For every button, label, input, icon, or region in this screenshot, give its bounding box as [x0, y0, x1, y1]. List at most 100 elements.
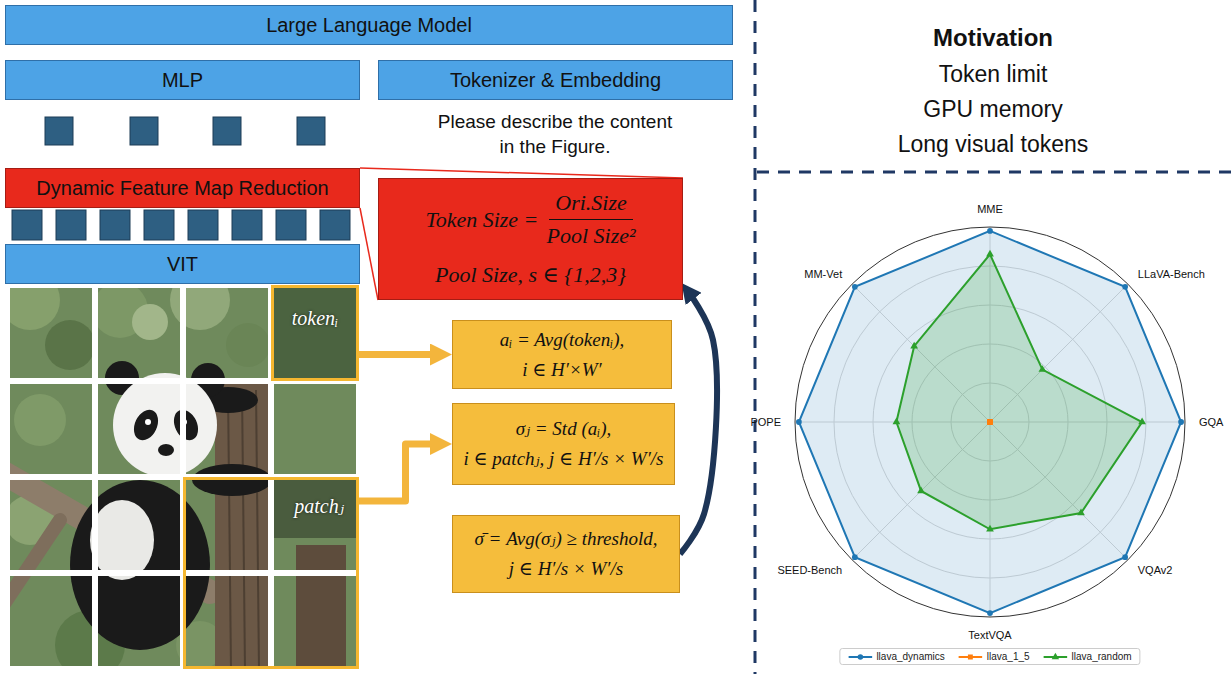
tree-branch: [0, 520, 60, 610]
legend-entry: llava_random: [1044, 651, 1132, 662]
flow-arrow: [359, 351, 441, 358]
formula-box: Token Size = Ori.SizePool Size² Pool Size,…: [378, 178, 683, 300]
axis-label: MM-Vet: [804, 268, 842, 280]
zoom-leader-line: [360, 208, 378, 300]
radar-chart: [795, 227, 1185, 617]
foliage: [274, 288, 356, 378]
radar-marker: [987, 419, 992, 424]
feedback-arrow: [680, 291, 717, 554]
formula-box: σ̄ = Avg(σⱼ) ≥ threshold, j ∈ H′/s × W′/s: [452, 515, 680, 593]
visual-token: [144, 210, 174, 240]
axis-label: MME: [977, 203, 1003, 215]
axis-label: LLaVA-Bench: [1138, 268, 1205, 280]
reduction-box: Dynamic Feature Map Reduction: [5, 168, 360, 208]
legend-marker: [1052, 652, 1059, 658]
flow-arrow: [359, 444, 441, 501]
radar-outline: [795, 227, 1185, 617]
bark-line: [242, 390, 245, 670]
radar-marker: [1178, 419, 1184, 425]
legend-text: llava_dynamics: [876, 651, 944, 662]
box-label: Tokenizer & Embedding: [450, 68, 661, 93]
tokenizer-box: Tokenizer & Embedding: [378, 60, 733, 100]
visual-token: [100, 210, 130, 240]
box-label: patchⱼ: [294, 494, 344, 519]
token-outline: tokenᵢ: [271, 285, 359, 381]
axis-label: VQAv2: [1138, 564, 1173, 576]
legend-marker: [858, 654, 864, 660]
formula-text: j ∈ H′/s × W′/s: [509, 557, 623, 581]
radar-marker: [852, 284, 858, 290]
box-label: VIT: [167, 252, 198, 277]
chart-legend: llava_dynamics llava_1_5 llava_random: [839, 648, 1140, 665]
formula-text: i ∈ patchⱼ, j ∈ H′/s × W′/s: [464, 447, 664, 471]
tree-trunk: [215, 384, 270, 674]
radar-marker: [910, 342, 918, 349]
formula-text: Ori.Size: [549, 189, 633, 220]
visual-token: [188, 210, 218, 240]
panda-photo: [0, 270, 370, 674]
legend-entry: llava_1_5: [959, 651, 1030, 662]
radar-marker: [987, 419, 992, 424]
radar-marker: [987, 419, 992, 424]
radar-marker: [986, 525, 994, 532]
panda-body: [70, 480, 210, 650]
radar-marker: [987, 610, 993, 616]
radar-marker: [987, 419, 992, 424]
axis-label: TextVQA: [968, 629, 1011, 641]
llm-box: Large Language Model: [5, 5, 733, 45]
radar-marker: [987, 419, 992, 424]
visual-token: [320, 210, 350, 240]
formula-box: aᵢ = Avg(tokenᵢ),i ∈ H′×W′: [452, 320, 672, 389]
photo-background: [0, 280, 370, 674]
radar-marker: [986, 250, 994, 257]
visual-token: [130, 117, 158, 145]
legend-sample: [959, 652, 983, 662]
panda-arm: [192, 464, 272, 496]
radar-marker: [796, 419, 802, 425]
radar-marker: [1122, 284, 1128, 290]
vit-box: VIT: [5, 244, 360, 284]
formula-text: Pool Size²: [546, 220, 635, 250]
legend-entry: llava_dynamics: [848, 651, 944, 662]
bark-line: [256, 390, 259, 670]
panda-nose: [158, 444, 174, 456]
visual-token: [297, 117, 325, 145]
radar-marker: [893, 418, 901, 425]
panda-eye: [181, 419, 187, 425]
panda-eye-patch: [129, 406, 162, 444]
foliage: [132, 304, 168, 340]
panda-belly: [90, 500, 154, 580]
foliage: [45, 320, 95, 370]
patch-outline: patchⱼ: [183, 477, 359, 669]
legend-sample: [848, 652, 872, 662]
visual-token: [12, 210, 42, 240]
radar-marker: [1039, 365, 1047, 372]
formula-text: σ̄ = Avg(σⱼ) ≥ threshold,: [475, 527, 658, 551]
radar-marker: [1077, 509, 1085, 516]
visual-token: [232, 210, 262, 240]
axis-label: GQA: [1199, 416, 1223, 428]
radar-marker: [917, 486, 925, 493]
radar-marker: [987, 419, 992, 424]
formula-text: Token Size =: [425, 206, 538, 234]
mlp-box: MLP: [5, 60, 360, 100]
motivation-item: GPU memory: [923, 96, 1062, 123]
foliage: [14, 394, 66, 446]
prompt-text: Please describe the content in the Figur…: [432, 110, 678, 159]
formula-text: Pool Size, s ∈ {1,2,3}: [435, 261, 626, 289]
axis-label: POPE: [750, 416, 781, 428]
panel-heading: Motivation: [933, 24, 1053, 52]
box-label: MLP: [162, 68, 203, 93]
radar-marker: [852, 554, 858, 560]
separator-line: [757, 171, 1231, 174]
radar-series: [799, 231, 1181, 613]
visual-token: [45, 117, 73, 145]
motivation-item: Long visual tokens: [898, 131, 1089, 158]
zoom-leader-line: [360, 168, 683, 178]
formula-text: i ∈ H′×W′: [522, 358, 602, 382]
legend-marker: [968, 654, 973, 659]
motivation-item: Token limit: [939, 61, 1048, 88]
visual-token: [213, 117, 241, 145]
legend-sample: [1044, 652, 1068, 662]
foliage: [274, 480, 356, 538]
